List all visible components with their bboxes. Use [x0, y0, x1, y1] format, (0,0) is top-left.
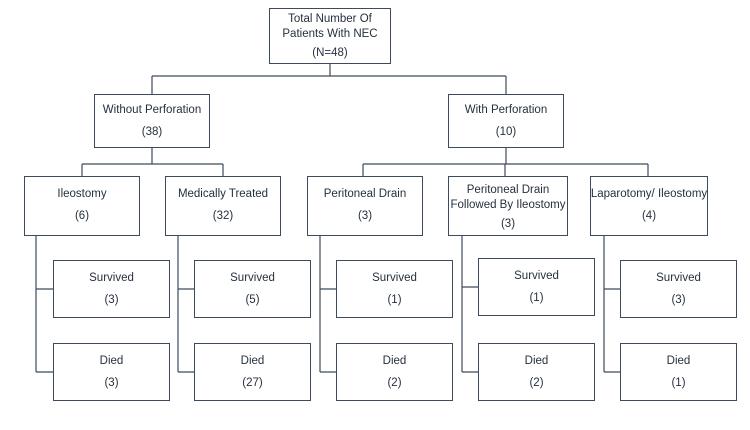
laparotomy-ileostomy-node: Laparotomy/ Ileostomy (4) [590, 176, 708, 236]
peritoneal-drain-ileostomy-died-node: Died (2) [478, 343, 595, 401]
peritoneal-drain-ileostomy-line-1: Peritoneal Drain [466, 184, 550, 196]
died-label: Died [99, 355, 124, 367]
laparotomy-ileostomy-count: (4) [641, 210, 657, 222]
died-label: Died [524, 355, 549, 367]
ileostomy-survived-node: Survived (3) [53, 260, 170, 318]
ileostomy-node: Ileostomy (6) [24, 176, 140, 236]
without-perforation-node: Without Perforation (38) [94, 94, 210, 148]
laparotomy-ileostomy-died-node: Died (1) [620, 343, 737, 401]
root-node: Total Number Of Patients With NEC (N=48) [269, 8, 391, 64]
peritoneal-drain-died-node: Died (2) [336, 343, 453, 401]
laparotomy-ileostomy-survived-node: Survived (3) [620, 260, 737, 318]
ileostomy-died-node: Died (3) [53, 343, 170, 401]
survived-count: (1) [529, 292, 544, 304]
survived-label: Survived [656, 272, 701, 284]
peritoneal-drain-ileostomy-node: Peritoneal Drain Followed By Ileostomy (… [448, 176, 568, 236]
without-perforation-count: (38) [141, 125, 163, 138]
survived-label: Survived [372, 272, 417, 284]
peritoneal-drain-ileostomy-line-2: Followed By Ileostomy [450, 199, 566, 211]
root-total: (N=48) [312, 46, 348, 59]
died-label: Died [382, 355, 407, 367]
died-label: Died [666, 355, 691, 367]
medically-treated-label: Medically Treated [177, 188, 269, 200]
medically-treated-node: Medically Treated (32) [165, 176, 281, 236]
with-perforation-label: With Perforation [464, 103, 548, 116]
died-label: Died [240, 355, 265, 367]
root-line-2: Patients With NEC [282, 27, 378, 40]
ileostomy-label: Ileostomy [57, 188, 107, 200]
peritoneal-drain-count: (3) [357, 210, 373, 222]
laparotomy-ileostomy-label: Laparotomy/ Ileostomy [590, 188, 708, 200]
with-perforation-node: With Perforation (10) [448, 94, 564, 148]
with-perforation-count: (10) [495, 125, 517, 138]
peritoneal-drain-ileostomy-count: (3) [500, 218, 516, 230]
died-count: (3) [104, 377, 119, 389]
survived-count: (5) [245, 294, 260, 306]
died-count: (2) [387, 377, 402, 389]
medically-treated-survived-node: Survived (5) [194, 260, 311, 318]
died-count: (1) [671, 377, 686, 389]
survived-label: Survived [514, 270, 559, 282]
survived-label: Survived [89, 272, 134, 284]
survived-count: (1) [387, 294, 402, 306]
ileostomy-count: (6) [74, 210, 90, 222]
medically-treated-count: (32) [212, 210, 234, 222]
medically-treated-died-node: Died (27) [194, 343, 311, 401]
died-count: (27) [242, 377, 263, 389]
peritoneal-drain-label: Peritoneal Drain [323, 188, 407, 200]
peritoneal-drain-ileostomy-survived-node: Survived (1) [478, 258, 595, 316]
root-line-1: Total Number Of [288, 12, 372, 25]
survived-count: (3) [104, 294, 119, 306]
survived-label: Survived [230, 272, 275, 284]
survived-count: (3) [671, 294, 686, 306]
peritoneal-drain-node: Peritoneal Drain (3) [307, 176, 423, 236]
died-count: (2) [529, 377, 544, 389]
peritoneal-drain-survived-node: Survived (1) [336, 260, 453, 318]
without-perforation-label: Without Perforation [102, 103, 202, 116]
